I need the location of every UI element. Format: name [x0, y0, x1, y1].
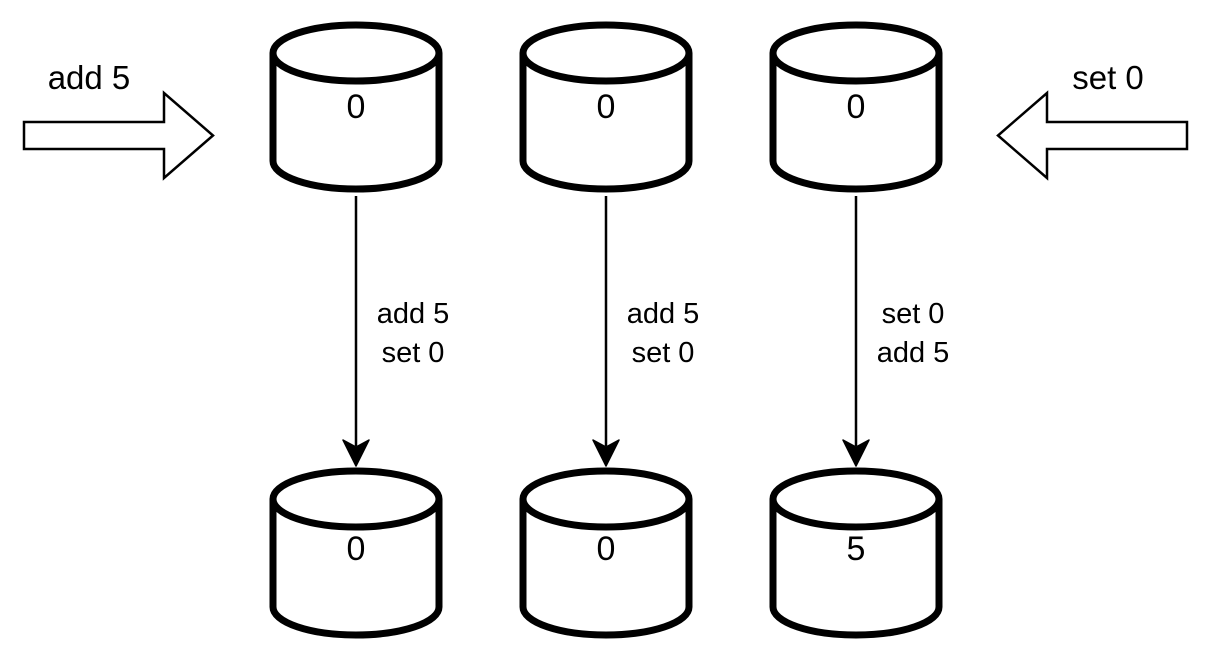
- database-bottom-2-lid: [519, 467, 693, 531]
- op-label-2-line-2: set 0: [632, 337, 695, 369]
- database-top-1-body: [269, 53, 443, 193]
- database-top-1-icon: 0: [269, 21, 443, 193]
- database-bottom-3-value: 5: [847, 530, 866, 568]
- replica-column-2: 0 add 5 set 0 0: [519, 21, 700, 639]
- database-top-2-value: 0: [597, 88, 616, 126]
- op-label-1-line-1: add 5: [377, 298, 450, 330]
- database-top-2-body: [519, 53, 693, 193]
- database-top-2-icon: 0: [519, 21, 693, 193]
- op-label-3-line-1: set 0: [882, 298, 945, 330]
- database-top-1-value: 0: [347, 88, 366, 126]
- down-arrowhead-2-icon: [592, 439, 620, 467]
- incoming-right-label: set 0: [1072, 59, 1144, 96]
- database-bottom-2-icon: 0: [519, 467, 693, 639]
- database-top-2-lid: [519, 21, 693, 85]
- database-top-3-value: 0: [847, 88, 866, 126]
- database-bottom-2-value: 0: [597, 530, 616, 568]
- database-bottom-1-value: 0: [347, 530, 366, 568]
- database-bottom-2-body: [519, 499, 693, 639]
- block-arrow-right-icon: [22, 90, 215, 181]
- database-bottom-1-body: [269, 499, 443, 639]
- replica-column-3: 0 set 0 add 5 5: [769, 21, 950, 639]
- database-bottom-3-lid: [769, 467, 943, 531]
- incoming-left-label: add 5: [48, 59, 131, 96]
- database-bottom-1-icon: 0: [269, 467, 443, 639]
- down-arrowhead-3-icon: [842, 439, 870, 467]
- database-top-1-lid: [269, 21, 443, 85]
- op-label-1-line-2: set 0: [382, 337, 445, 369]
- database-bottom-3-icon: 5: [769, 467, 943, 639]
- op-label-3-line-2: add 5: [877, 337, 950, 369]
- replica-column-1: 0 add 5 set 0 0: [269, 21, 450, 639]
- database-bottom-1-lid: [269, 467, 443, 531]
- database-top-3-lid: [769, 21, 943, 85]
- block-arrow-left-icon: [996, 90, 1189, 181]
- op-label-2-line-1: add 5: [627, 298, 700, 330]
- down-arrowhead-1-icon: [342, 439, 370, 467]
- database-top-3-icon: 0: [769, 21, 943, 193]
- database-bottom-3-body: [769, 499, 943, 639]
- database-top-3-body: [769, 53, 943, 193]
